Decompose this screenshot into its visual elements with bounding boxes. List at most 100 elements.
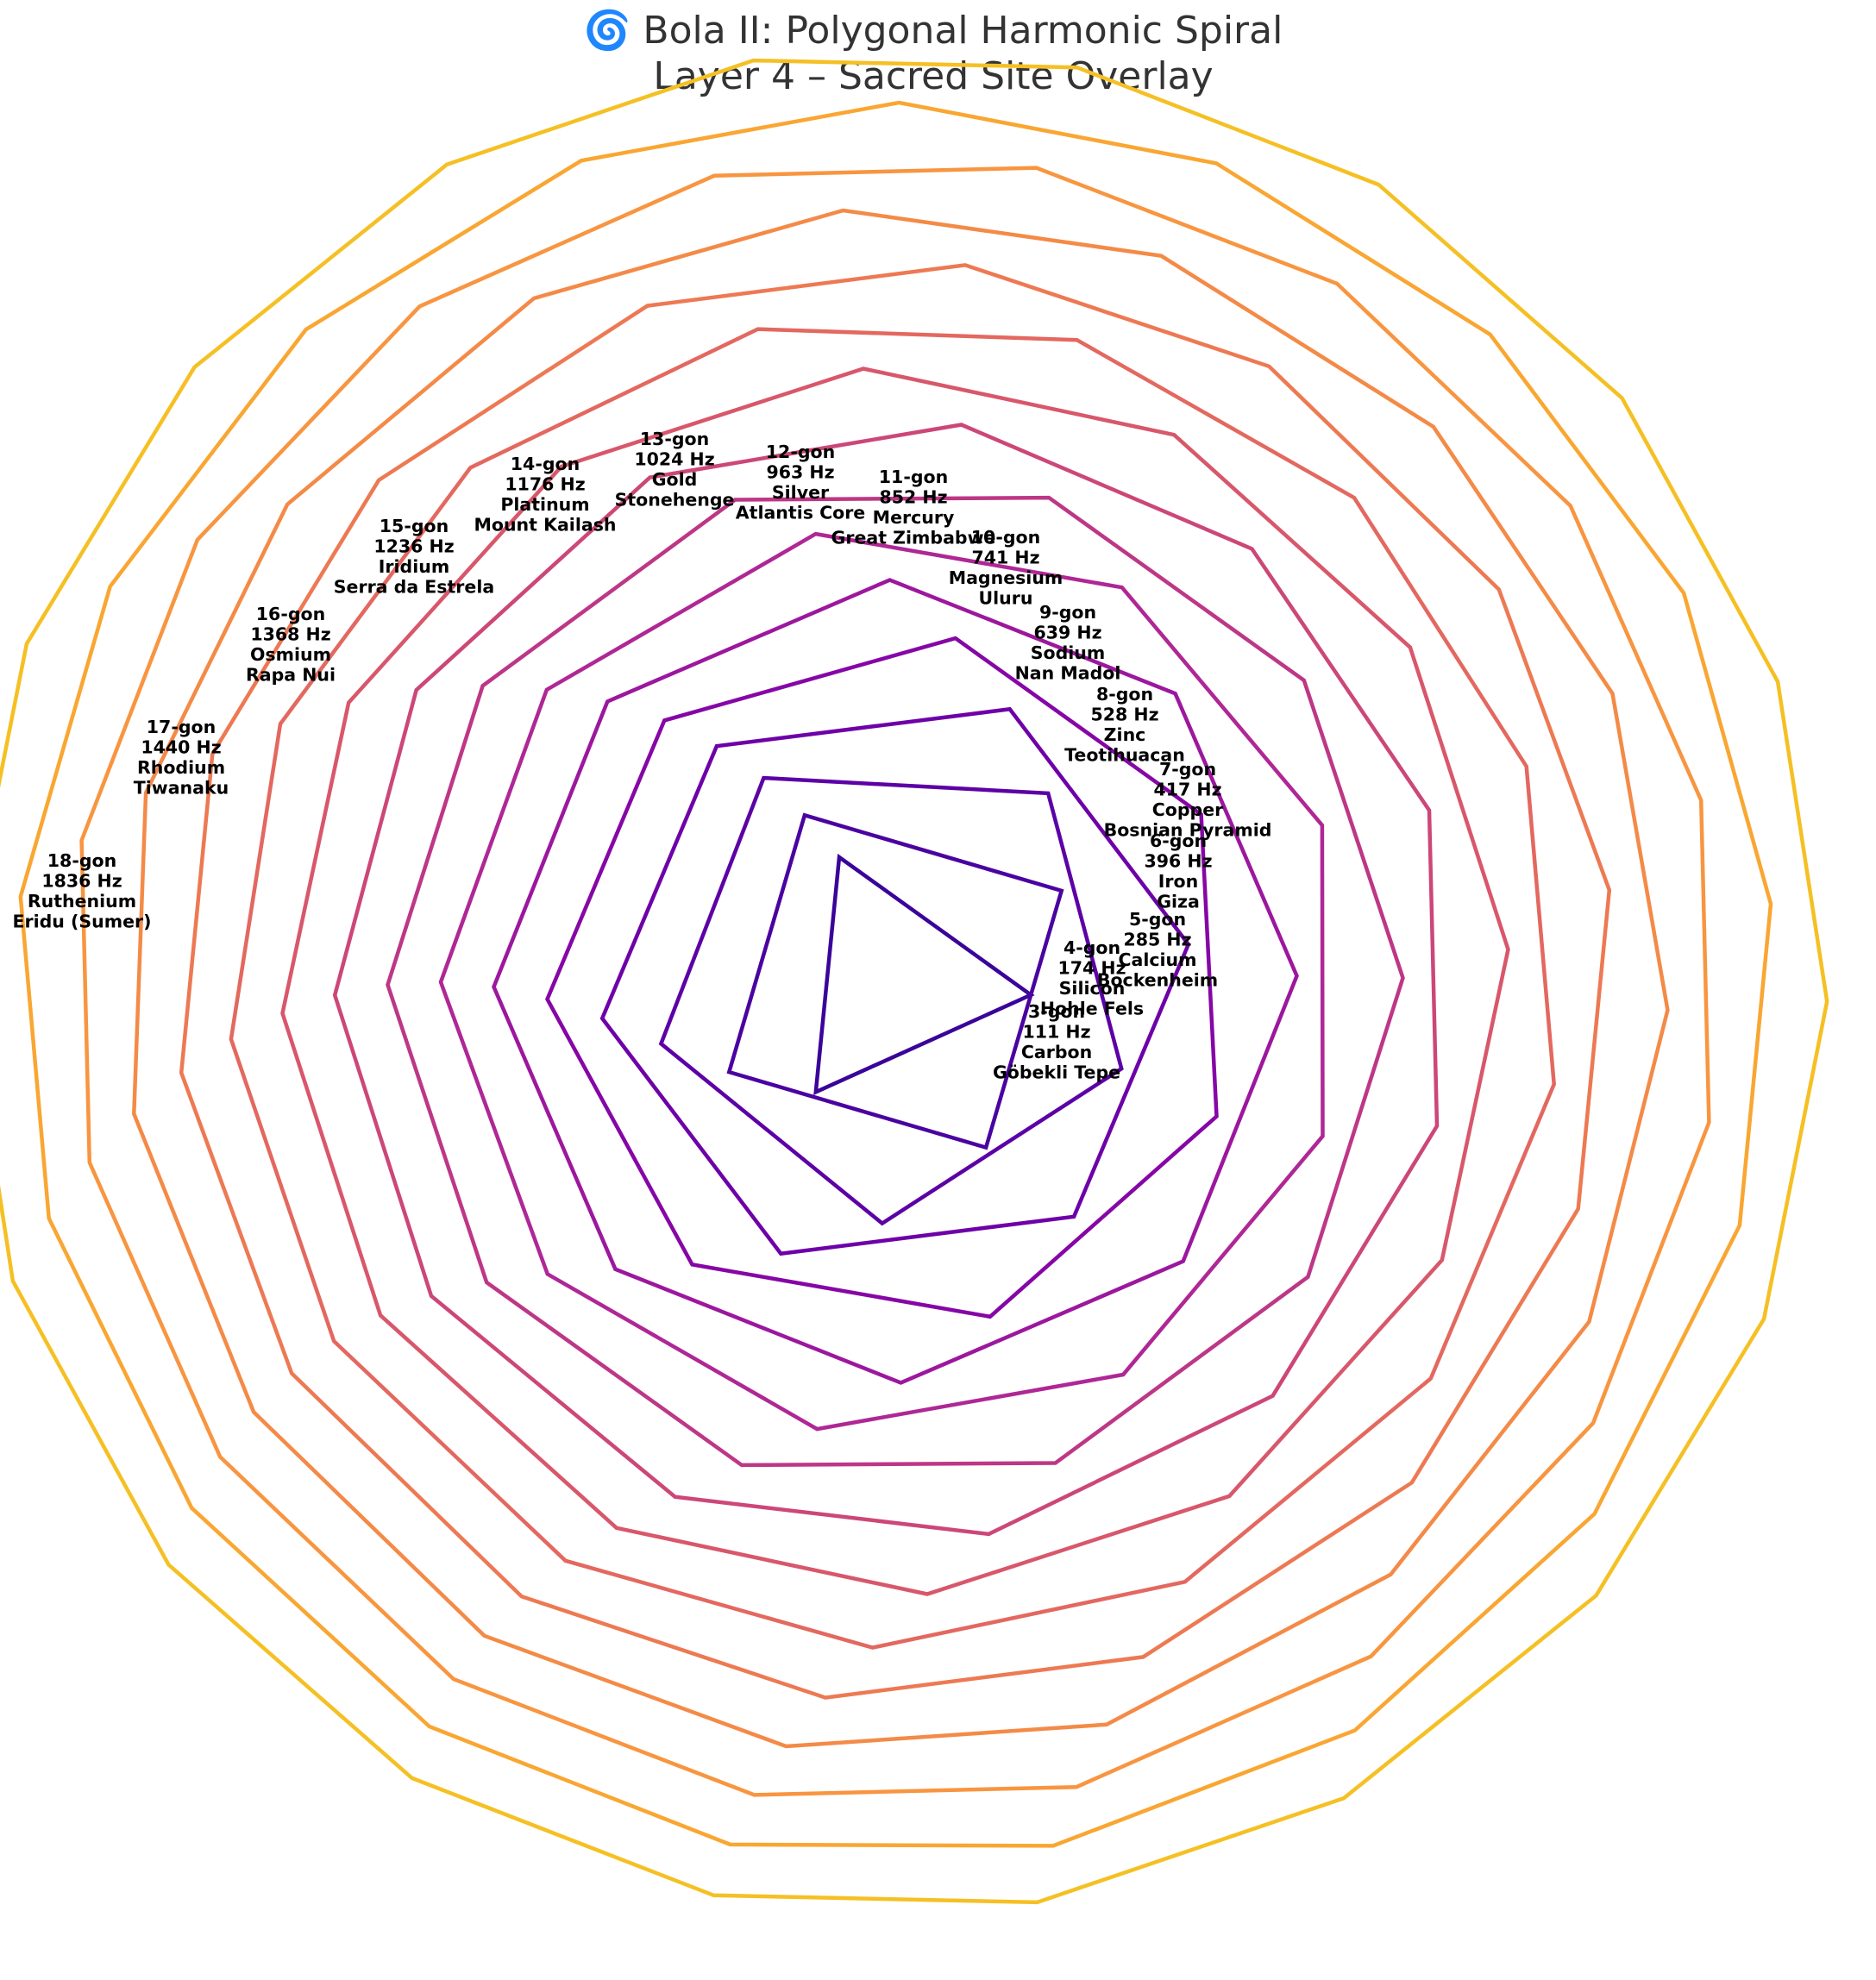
label-15-gon-element: Iridium <box>379 556 449 577</box>
label-14-gon-polygon-name: 14-gon <box>511 454 580 474</box>
label-9-gon-frequency: 639 Hz <box>1033 623 1101 643</box>
label-7-gon-element: Copper <box>1152 799 1224 820</box>
label-11-gon-polygon-name: 11-gon <box>879 467 948 487</box>
polygon-7-gon <box>545 636 1219 1319</box>
label-14-gon-element: Platinum <box>500 494 589 515</box>
label-10-gon-element: Magnesium <box>949 567 1063 588</box>
label-7-gon-site: Bosnian Pyramid <box>1104 820 1272 841</box>
label-15-gon-frequency: 1236 Hz <box>373 536 454 557</box>
label-16-gon-polygon-name: 16-gon <box>256 604 325 624</box>
label-8-gon-frequency: 528 Hz <box>1090 705 1158 725</box>
label-8-gon-element: Zinc <box>1104 724 1146 745</box>
label-11-gon-element: Mercury <box>873 507 955 528</box>
polygon-6-gon <box>599 706 1191 1256</box>
polygon-13-gon <box>229 327 1556 1650</box>
label-13-gon-polygon-name: 13-gon <box>640 429 709 449</box>
label-13-gon-site: Stonehenge <box>615 490 735 511</box>
label-3-gon-frequency: 111 Hz <box>1022 1022 1090 1043</box>
label-10-gon-site: Uluru <box>979 588 1033 609</box>
label-18-gon-element: Ruthenium <box>28 891 136 912</box>
label-13-gon-element: Gold <box>652 469 698 490</box>
label-3-gon-site: Göbekli Tepe <box>993 1062 1120 1083</box>
title-line-1: 🌀 Bola II: Polygonal Harmonic Spiral <box>584 7 1283 53</box>
polygon-16-gon <box>79 166 1711 1797</box>
label-15-gon-polygon-name: 15-gon <box>380 516 449 536</box>
title-line-2: Layer 4 – Sacred Site Overlay <box>653 54 1213 98</box>
label-17-gon-polygon-name: 17-gon <box>147 717 216 737</box>
label-12-gon-frequency: 963 Hz <box>766 462 834 483</box>
label-8-gon-site: Teotihuacan <box>1064 745 1185 766</box>
label-4-gon-frequency: 174 Hz <box>1057 958 1126 979</box>
label-18-gon-frequency: 1836 Hz <box>41 871 122 892</box>
polygon-5-gon <box>658 775 1124 1226</box>
label-7-gon-polygon-name: 7-gon <box>1159 759 1216 780</box>
label-9-gon-site: Nan Madol <box>1015 663 1121 684</box>
label-15-gon-site: Serra da Estrela <box>334 577 494 598</box>
label-11-gon-frequency: 852 Hz <box>879 487 947 508</box>
label-8-gon-polygon-name: 8-gon <box>1096 684 1153 705</box>
label-5-gon-polygon-name: 5-gon <box>1129 909 1186 930</box>
polygon-4-gon <box>726 812 1064 1150</box>
label-18-gon-site: Eridu (Sumer) <box>12 912 151 932</box>
label-11-gon-site: Great Zimbabwe <box>831 528 996 548</box>
polygon-9-gon <box>438 531 1325 1432</box>
label-14-gon-frequency: 1176 Hz <box>505 474 585 495</box>
label-4-gon-site: Hohle Fels <box>1040 999 1144 1019</box>
label-5-gon-site: Bockenheim <box>1097 970 1218 991</box>
label-12-gon-site: Atlantis Core <box>736 503 865 523</box>
label-16-gon-site: Rapa Nui <box>246 665 336 686</box>
polygon-10-gon <box>386 495 1405 1468</box>
label-6-gon-frequency: 396 Hz <box>1144 851 1212 872</box>
label-18-gon-polygon-name: 18-gon <box>47 850 116 871</box>
label-4-gon-polygon-name: 4-gon <box>1063 937 1120 958</box>
polygon-18-gon <box>0 58 1829 1905</box>
label-4-gon-element: Silicon <box>1059 978 1126 999</box>
label-13-gon-frequency: 1024 Hz <box>634 449 714 470</box>
polygon-17-gon <box>18 100 1773 1848</box>
label-17-gon-frequency: 1440 Hz <box>141 737 221 758</box>
polygon-12-gon <box>280 367 1510 1596</box>
label-6-gon-site: Giza <box>1157 892 1200 912</box>
label-5-gon-frequency: 285 Hz <box>1123 930 1191 950</box>
label-14-gon-site: Mount Kailash <box>474 515 616 536</box>
label-3-gon-polygon-name: 3-gon <box>1028 1001 1085 1022</box>
polygon-3-gon <box>813 853 1035 1095</box>
polygon-8-gon <box>492 578 1299 1385</box>
label-12-gon-polygon-name: 12-gon <box>766 442 835 462</box>
label-9-gon-element: Sodium <box>1031 642 1106 663</box>
label-6-gon-element: Iron <box>1158 871 1198 892</box>
label-10-gon-frequency: 741 Hz <box>971 548 1039 568</box>
polygon-14-gon <box>179 263 1612 1700</box>
label-17-gon-site: Tiwanaku <box>134 778 229 799</box>
label-3-gon-element: Carbon <box>1021 1042 1092 1062</box>
label-10-gon-polygon-name: 10-gon <box>971 527 1040 548</box>
polygon-11-gon <box>332 423 1440 1537</box>
label-9-gon-polygon-name: 9-gon <box>1039 602 1096 623</box>
label-16-gon-frequency: 1368 Hz <box>250 624 330 645</box>
label-17-gon-element: Rhodium <box>137 757 225 778</box>
polygon-15-gon <box>132 208 1670 1749</box>
label-16-gon-element: Osmium <box>250 644 331 665</box>
label-6-gon-polygon-name: 6-gon <box>1150 830 1207 851</box>
polygon-layers <box>0 58 1829 1905</box>
label-5-gon-element: Calcium <box>1118 949 1196 970</box>
label-7-gon-frequency: 417 Hz <box>1153 780 1221 800</box>
